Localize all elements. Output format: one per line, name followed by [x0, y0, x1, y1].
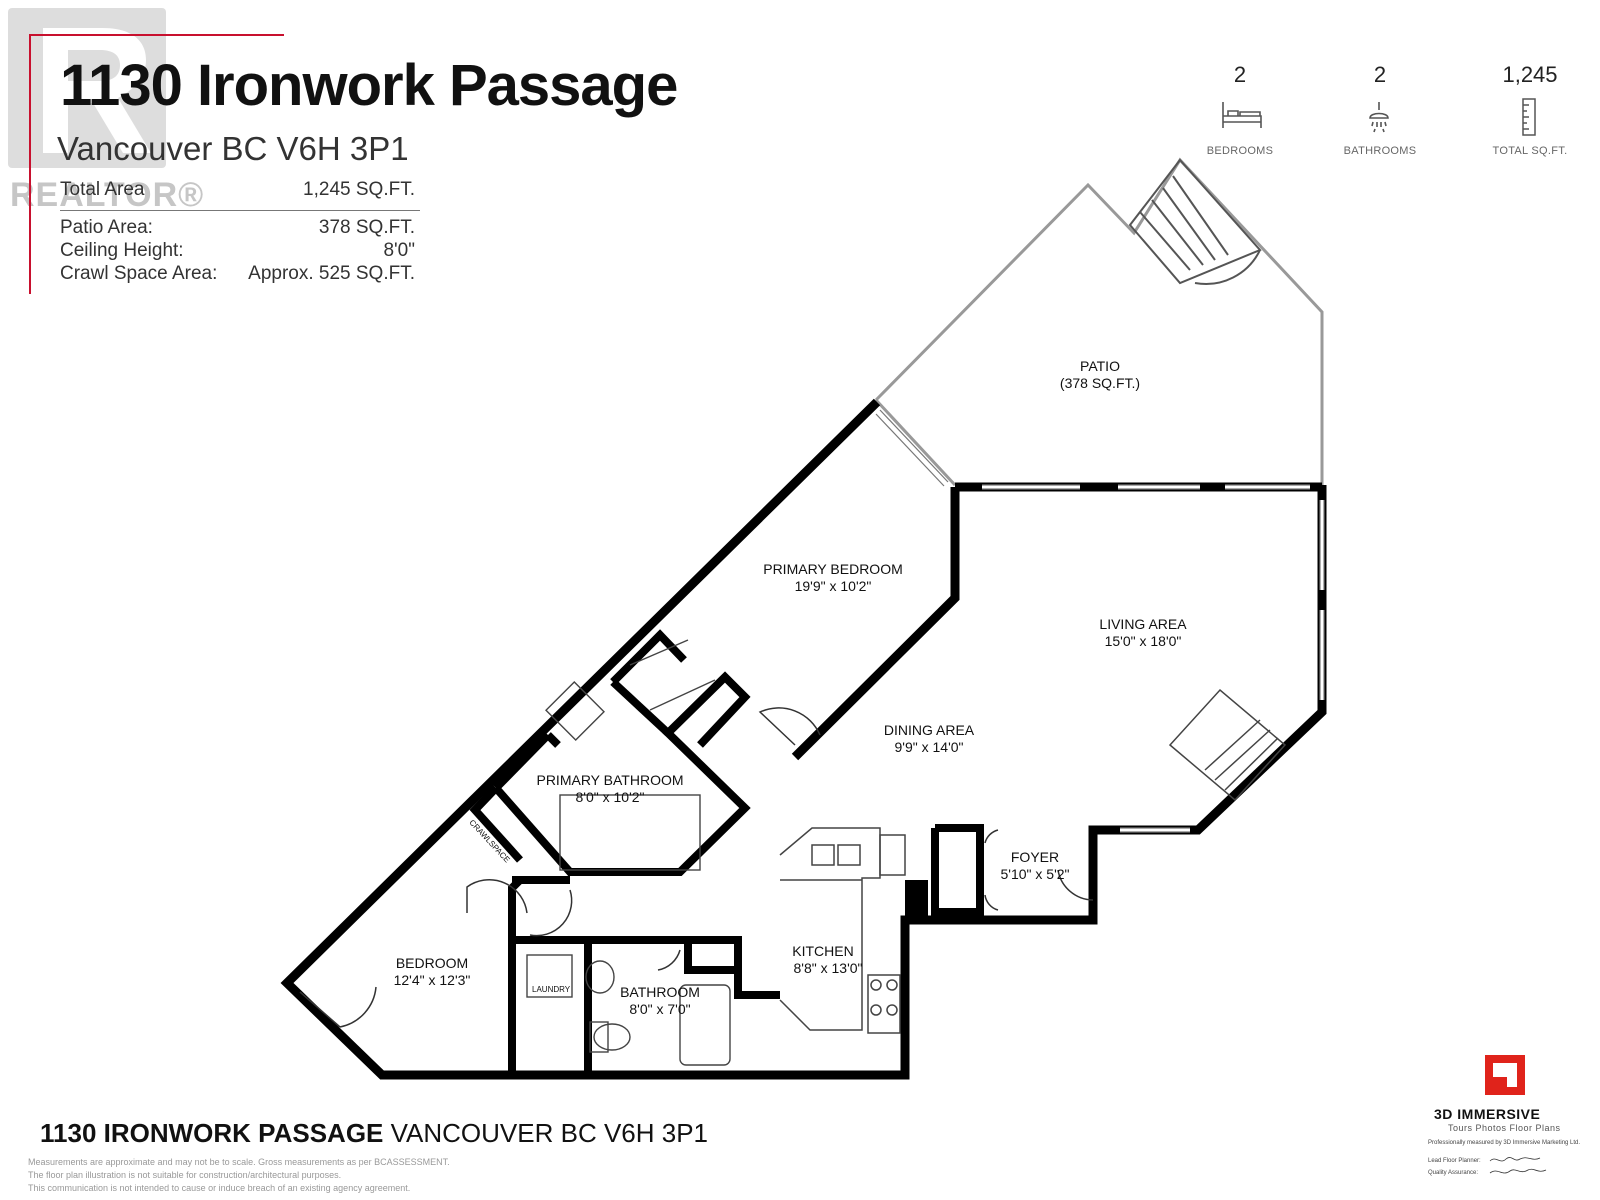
ruler-icon: [1522, 98, 1536, 141]
total-sqft-label: TOTAL SQ.FT.: [1492, 145, 1568, 157]
disclaimer-line-1: Measurements are approximate and may not…: [28, 1157, 450, 1167]
3d-immersive-logo-icon: [1485, 1055, 1525, 1100]
page-subtitle: Vancouver BC V6H 3P1: [57, 130, 409, 167]
stat-label-crawl: Crawl Space Area:: [60, 263, 218, 284]
footer-address-bold: 1130 IRONWORK PASSAGE: [40, 1118, 384, 1148]
room-bedroom-name: BEDROOM: [395, 955, 469, 971]
realtor-logo: [8, 8, 168, 178]
brand-quality-label: Quality Assurance:: [1428, 1170, 1479, 1176]
footer-address: 1130 IRONWORK PASSAGE VANCOUVER BC V6H 3…: [40, 1118, 708, 1149]
bedrooms-label: BEDROOMS: [1206, 145, 1274, 157]
patio-outline: [874, 157, 1324, 487]
room-primary-bathroom-size: 8'0" x 10'2": [575, 789, 645, 805]
footer-address-rest: VANCOUVER BC V6H 3P1: [383, 1118, 709, 1148]
window-lines: [875, 409, 1325, 833]
stat-label-total-area: Total Area: [60, 179, 145, 200]
total-sqft-count: 1,245: [1502, 62, 1558, 87]
bed-icon: [1220, 100, 1264, 135]
room-bedroom-size: 12'4" x 12'3": [393, 972, 471, 988]
room-patio-size: (378 SQ.FT.): [1059, 375, 1141, 391]
room-primary-bedroom-size: 19'9" x 10'2": [794, 578, 872, 594]
bathrooms-label: BATHROOMS: [1343, 145, 1417, 157]
stat-value-ceiling: 8'0": [383, 240, 415, 261]
bedrooms-count: 2: [1233, 62, 1247, 87]
room-foyer-size: 5'10" x 5'2": [1000, 866, 1070, 882]
room-bathroom-size: 8'0" x 7'0": [629, 1001, 691, 1017]
room-primary-bedroom-name: PRIMARY BEDROOM: [763, 561, 903, 577]
frame-accent-horizontal: [29, 34, 284, 36]
room-dining-area-name: DINING AREA: [883, 722, 975, 738]
disclaimer-line-3: This communication is not intended to ca…: [28, 1183, 411, 1193]
room-primary-bathroom-name: PRIMARY BATHROOM: [536, 772, 684, 788]
stat-label-ceiling: Ceiling Height:: [60, 240, 184, 261]
room-foyer-name: FOYER: [1010, 849, 1060, 865]
room-kitchen-name: KITCHEN: [792, 943, 854, 959]
room-kitchen-size: 8'8" x 13'0": [793, 960, 863, 976]
column: [905, 880, 928, 920]
windows-top: [982, 484, 1325, 833]
brand-tagline: Tours Photos Floor Plans: [1448, 1123, 1561, 1133]
room-living-area-size: 15'0" x 18'0": [1104, 633, 1182, 649]
room-laundry-label: LAUNDRY: [532, 985, 571, 994]
room-patio-name: PATIO: [1080, 358, 1120, 374]
brand-name: 3D IMMERSIVE: [1434, 1106, 1541, 1122]
room-dining-area-size: 9'9" x 14'0": [894, 739, 964, 755]
brand-measured-by: Professionally measured by 3D Immersive …: [1428, 1140, 1581, 1146]
signatures: [1488, 1153, 1558, 1184]
stat-label-patio: Patio Area:: [60, 217, 153, 238]
patio-stairs: [1128, 158, 1262, 285]
realtor-watermark-text: REALTOR®: [10, 176, 205, 214]
frame-accent-vertical: [29, 34, 31, 294]
kitchen-fixtures: [779, 827, 906, 1034]
bathrooms-count: 2: [1373, 62, 1387, 87]
stats-divider: [60, 210, 420, 211]
room-bathroom-name: BATHROOM: [620, 984, 700, 1000]
doors: [299, 707, 1094, 1028]
stat-value-patio: 378 SQ.FT.: [318, 217, 415, 238]
shower-icon: [1364, 100, 1394, 139]
stat-value-crawl: Approx. 525 SQ.FT.: [248, 263, 415, 284]
page-title: 1130 Ironwork Passage: [60, 53, 678, 118]
bathroom-fixtures: [526, 639, 731, 1066]
brand-lead-label: Lead Floor Planner:: [1428, 1158, 1481, 1164]
room-living-area-name: LIVING AREA: [1099, 616, 1187, 632]
stat-value-total-area: 1,245 SQ.FT.: [303, 179, 415, 200]
disclaimer-line-2: The floor plan illustration is not suita…: [28, 1170, 342, 1180]
fireplace: [1168, 688, 1287, 802]
